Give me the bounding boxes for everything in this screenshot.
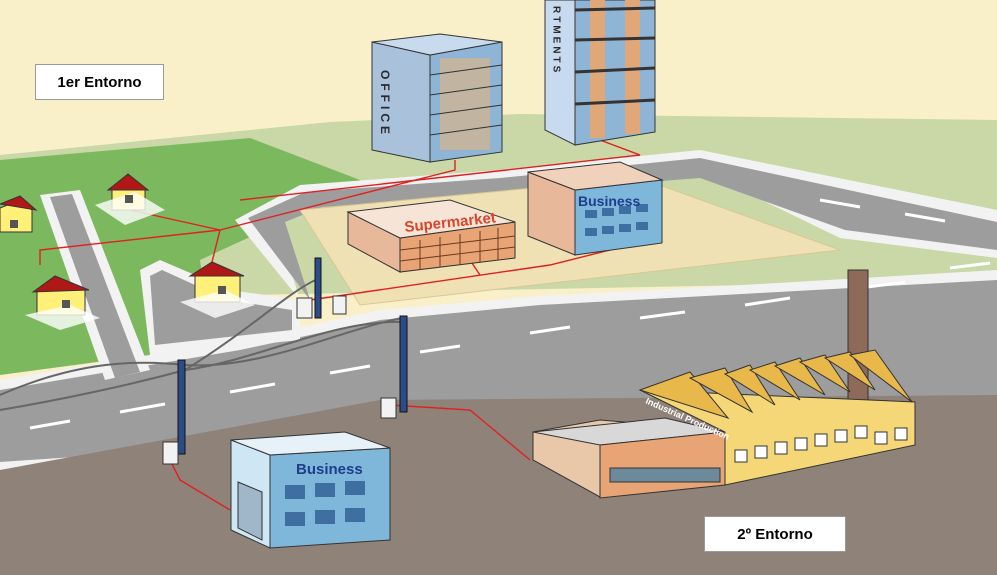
apartments-building: RTMENTS <box>544 0 656 146</box>
factory-building: Industrial Production <box>532 269 916 499</box>
house <box>25 275 100 330</box>
office-sign: OFFICE <box>378 70 392 138</box>
business-building-top: Business <box>527 161 664 256</box>
house <box>95 173 165 225</box>
road-lane-markings <box>29 198 991 430</box>
office-building: OFFICE <box>371 33 503 163</box>
entorno-1-label: 1er Entorno <box>35 64 164 100</box>
business-building-bottom: Business <box>230 431 391 549</box>
network-cables <box>39 139 641 511</box>
utility-pole <box>380 315 408 419</box>
apartments-sign: RTMENTS <box>551 6 562 75</box>
business-top-sign: Business <box>578 193 640 209</box>
business-bottom-sign: Business <box>296 461 363 478</box>
supermarket-building: Supermarket <box>346 199 516 273</box>
utility-pole <box>162 359 186 465</box>
house <box>180 261 255 318</box>
main-road <box>0 280 997 462</box>
upper-road <box>248 158 997 300</box>
entorno-2-label: 2º Entorno <box>704 516 846 552</box>
house <box>0 195 38 233</box>
utility-pole <box>296 257 347 319</box>
side-road <box>50 194 140 378</box>
